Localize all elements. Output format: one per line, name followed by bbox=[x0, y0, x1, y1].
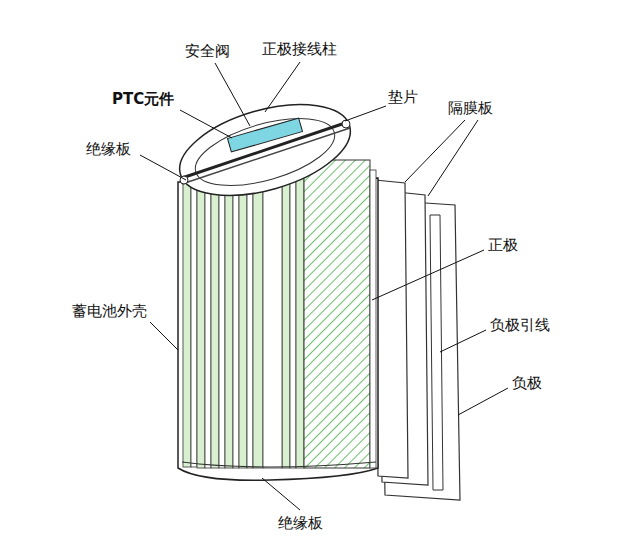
part-label: 负极引线 bbox=[490, 316, 550, 334]
part-label: 垫片 bbox=[388, 88, 418, 106]
part-label: 负极 bbox=[512, 374, 542, 392]
part-label: 隔膜板 bbox=[448, 99, 493, 117]
positive-sheet bbox=[304, 160, 370, 468]
gasket-edge bbox=[342, 120, 350, 128]
part-label: 正极 bbox=[488, 236, 518, 254]
cap-dome bbox=[169, 87, 360, 212]
part-label: PTC元件 bbox=[112, 90, 174, 108]
part-label: 蓄电池外壳 bbox=[72, 302, 147, 320]
negative-lead bbox=[430, 215, 443, 490]
part-label: 绝缘板 bbox=[86, 140, 131, 158]
separator-layer bbox=[370, 170, 376, 468]
part-label: 正极接线柱 bbox=[262, 40, 337, 58]
core bbox=[263, 172, 282, 468]
electrode-strips bbox=[183, 164, 304, 468]
bottom-insulator bbox=[182, 462, 376, 467]
ptc-element bbox=[228, 118, 303, 152]
leader-lines bbox=[140, 62, 508, 510]
part-label: 安全阀 bbox=[185, 42, 230, 60]
part-label: 绝缘板 bbox=[278, 514, 323, 532]
terminal bbox=[188, 105, 342, 199]
separator-sheet bbox=[375, 180, 408, 478]
